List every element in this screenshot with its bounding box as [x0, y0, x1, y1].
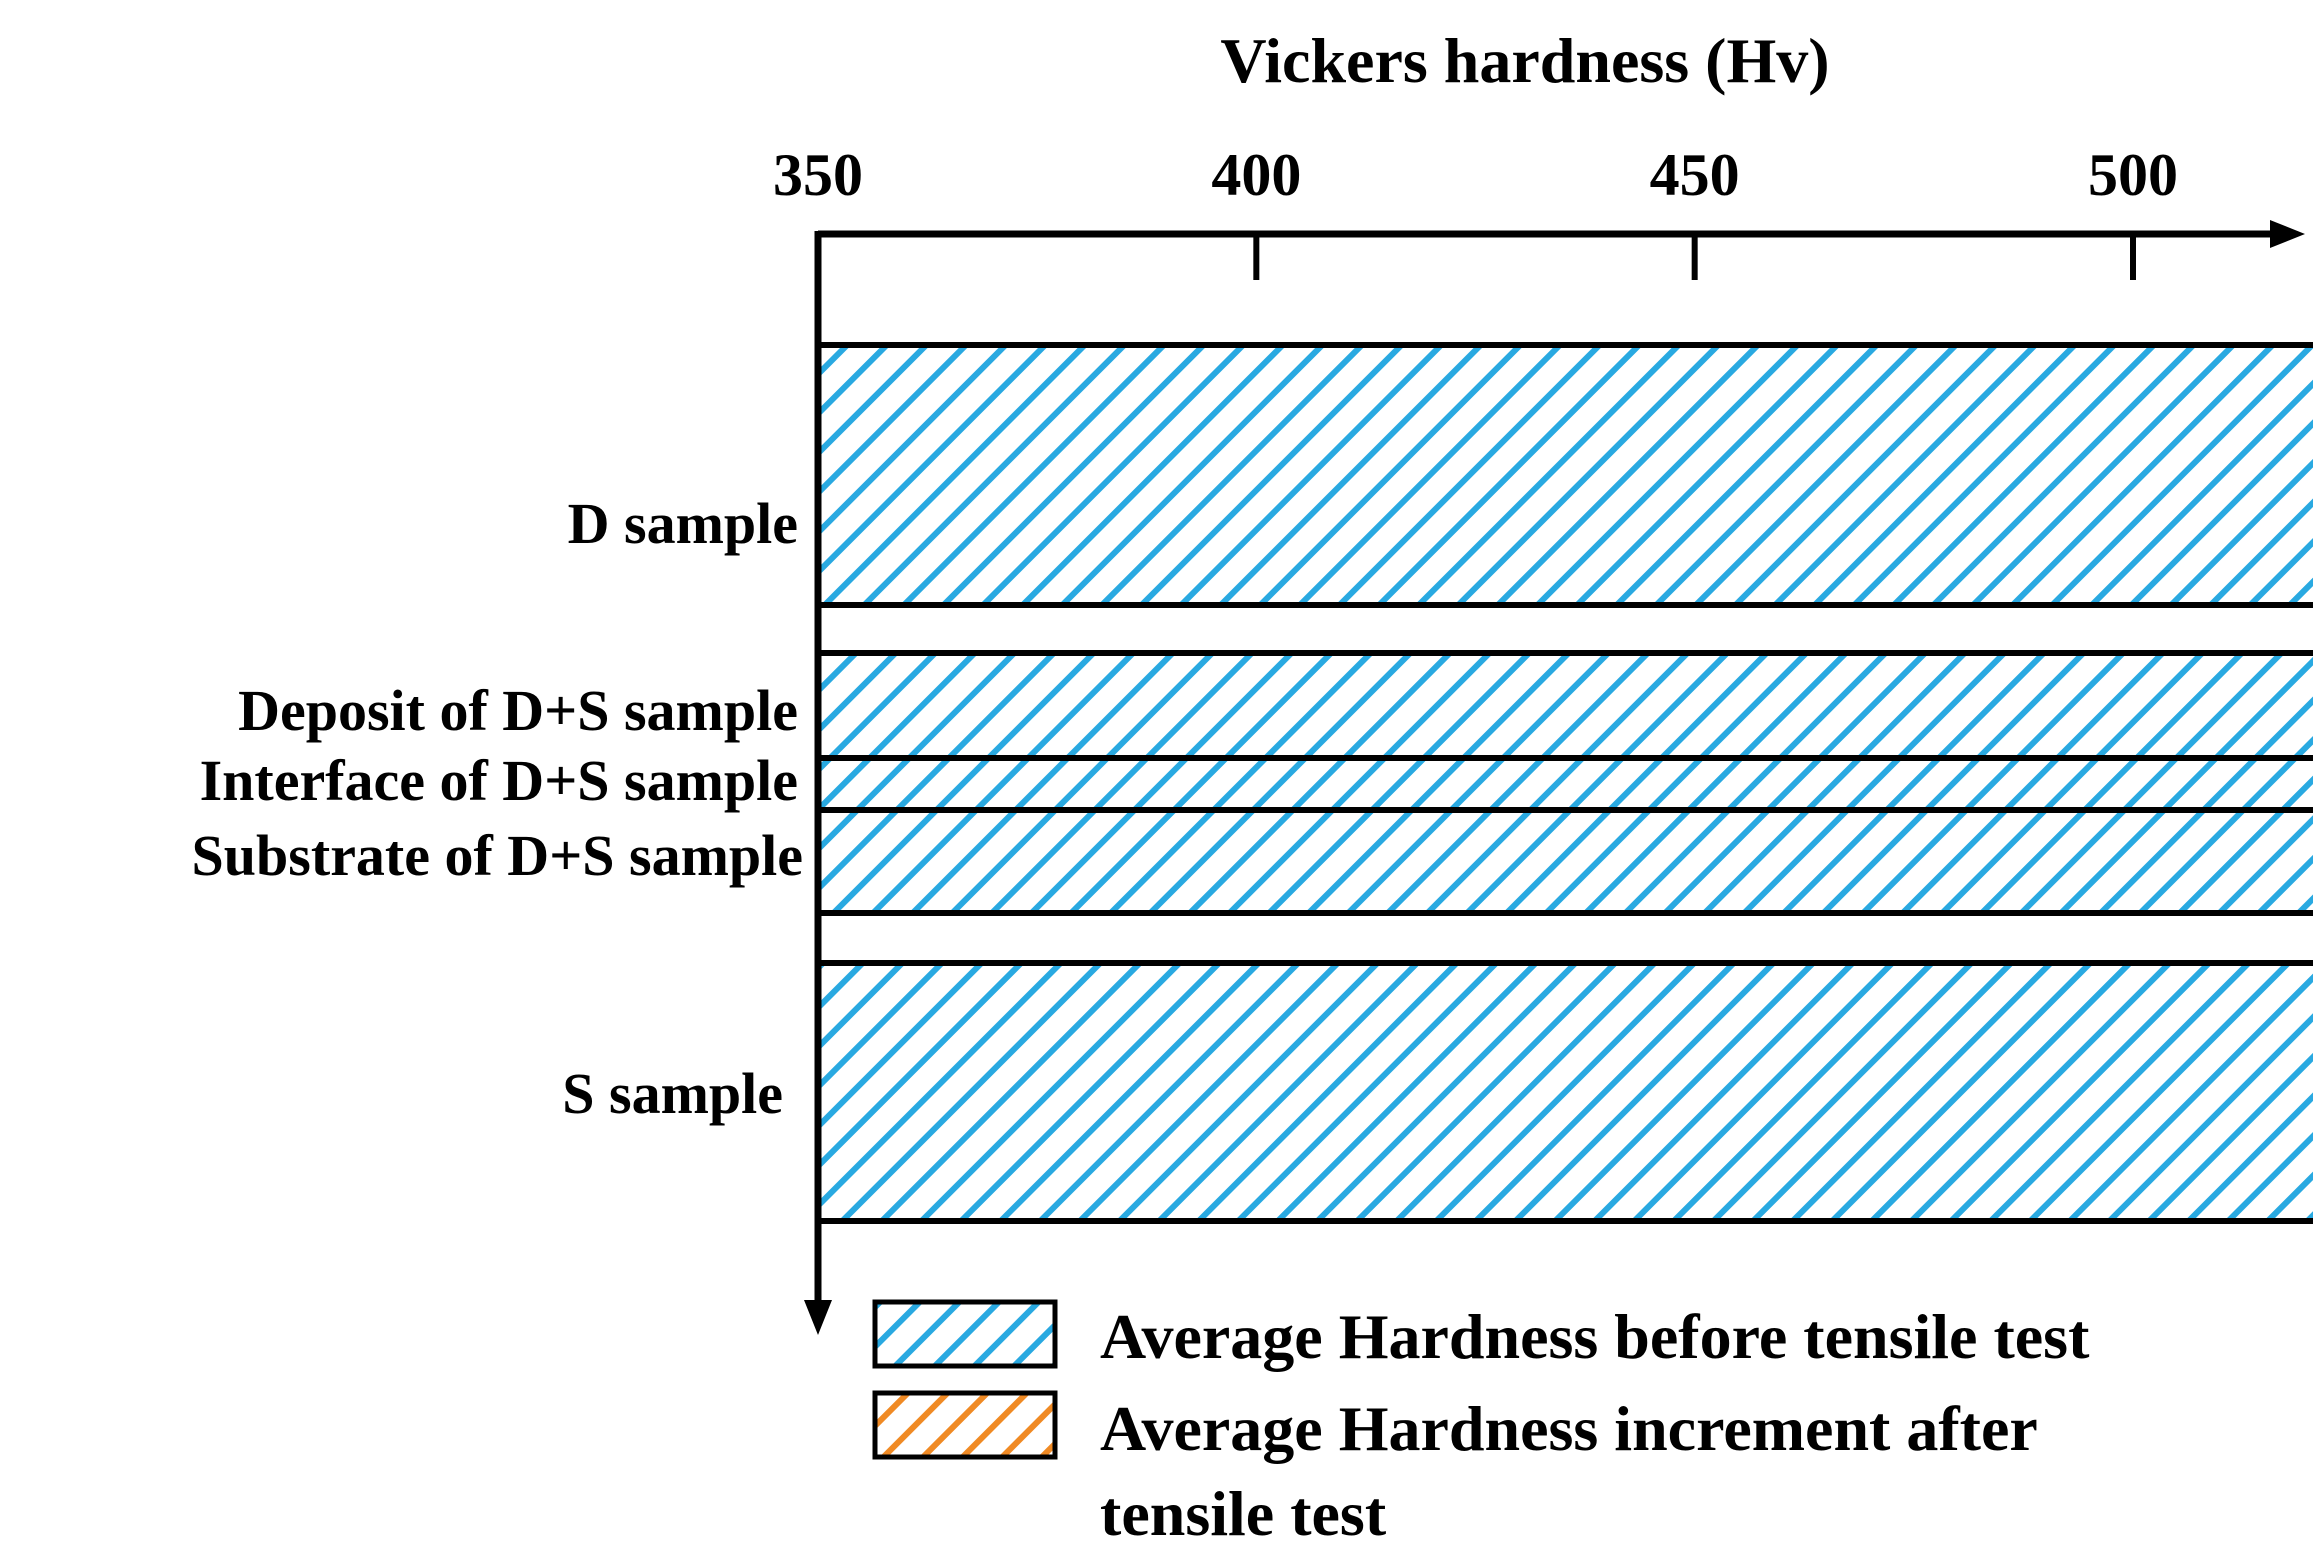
x-axis-title: Vickers hardness (Hv) — [1220, 25, 1829, 96]
legend: Average Hardness before tensile test Ave… — [872, 1299, 2090, 1549]
category-label-3: Substrate of D+S sample — [192, 823, 803, 888]
y-axis-arrowhead — [804, 1300, 832, 1335]
category-label-0: D sample — [568, 491, 798, 556]
legend-swatch-increment — [872, 1390, 1058, 1460]
x-tick-label-350: 350 — [773, 142, 863, 208]
x-axis-arrowhead — [2270, 220, 2305, 248]
x-tick-label-400: 400 — [1211, 142, 1301, 208]
bar-1-series-0 — [815, 650, 2313, 761]
bar-2-series-0 — [815, 755, 2313, 813]
legend-swatch-before — [872, 1299, 1058, 1369]
legend-label-increment-line2: tensile test — [1100, 1478, 1387, 1549]
x-tick-label-500: 500 — [2088, 142, 2178, 208]
category-label-4: S sample — [562, 1061, 783, 1126]
bar-0-series-0 — [815, 342, 2313, 608]
legend-label-increment-line1: Average Hardness increment after — [1100, 1393, 2038, 1464]
bar-3-series-0 — [815, 807, 2313, 916]
x-tick-label-450: 450 — [1650, 142, 1740, 208]
bar-4-series-0 — [815, 960, 2313, 1224]
category-label-1: Deposit of D+S sample — [238, 678, 798, 743]
category-label-2: Interface of D+S sample — [200, 748, 798, 813]
legend-label-before: Average Hardness before tensile test — [1100, 1301, 2090, 1372]
